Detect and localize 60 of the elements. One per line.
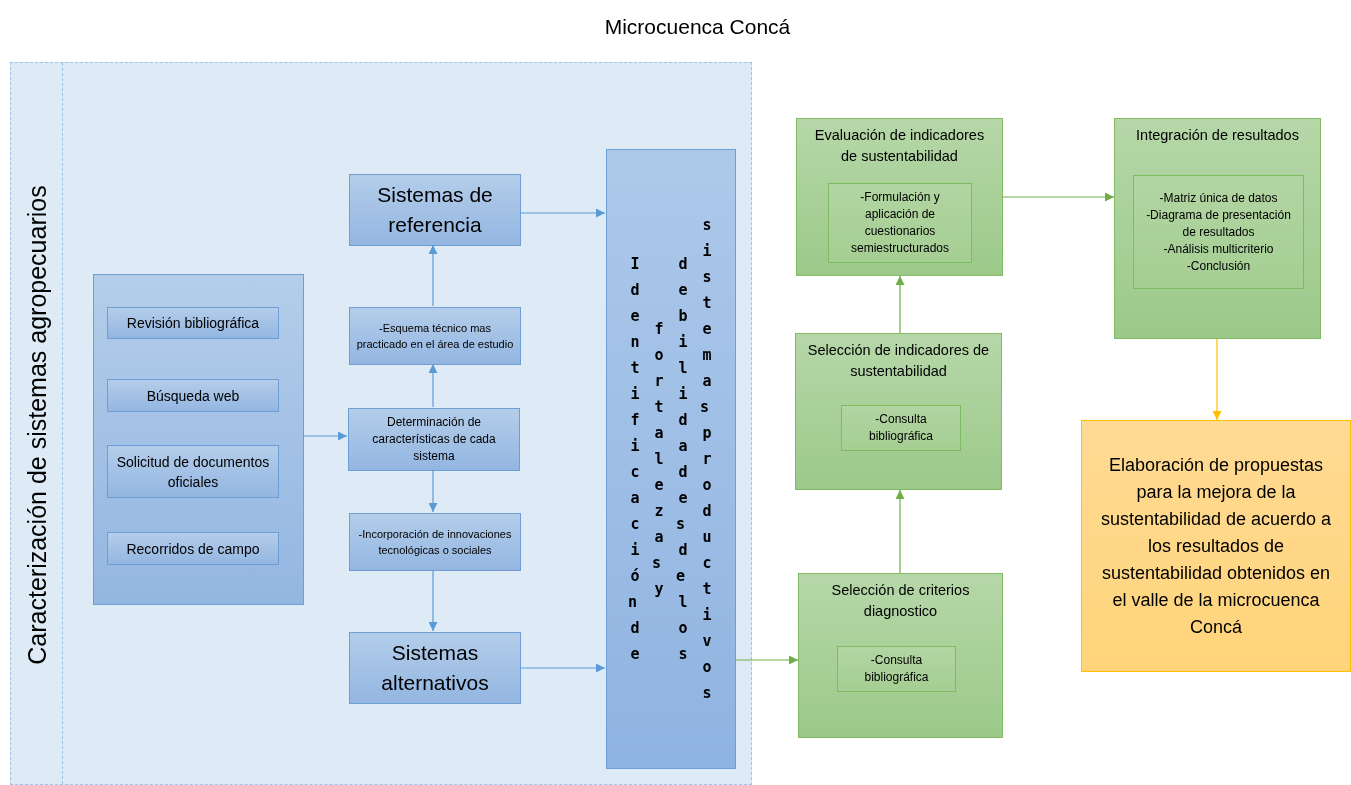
- arrow: [428, 469, 438, 513]
- arrow: [428, 363, 438, 408]
- box-label: -Esquema técnico mas practicado en el área de estudio: [355, 321, 515, 352]
- inner-box: [841, 405, 961, 451]
- box-label: Determinación de características de cada sistema: [371, 414, 497, 465]
- process-box: [107, 445, 279, 498]
- box-heading: Selección de indicadores de sustentabilidad: [806, 341, 991, 381]
- arrow: [1002, 192, 1115, 202]
- process-box: [349, 174, 521, 246]
- arrow: [302, 431, 348, 441]
- process-box: [349, 513, 521, 571]
- inner-box: [837, 646, 956, 692]
- process-box: [348, 408, 520, 471]
- inner-box: [828, 183, 972, 263]
- process-box: [107, 532, 279, 565]
- process-box: [1114, 118, 1321, 339]
- box-heading: Selección de criterios diagnostico: [830, 581, 971, 621]
- arrow: [895, 489, 905, 574]
- list-item: -Matriz única de datos: [1159, 189, 1278, 207]
- box-label: -Incorporación de innovaciones tecnológicas o sociales: [357, 527, 513, 558]
- box-label: Búsqueda web: [146, 386, 240, 406]
- process-box: [107, 379, 279, 412]
- box-label: Recorridos de campo: [126, 539, 260, 559]
- result-box: [1081, 420, 1351, 672]
- arrow: [428, 569, 438, 632]
- vertical-text: sistemas productivos: [700, 215, 713, 704]
- box-heading: Integración de resultados: [1135, 126, 1300, 145]
- process-box: [107, 307, 279, 339]
- list-item: -Consulta bibliográfica: [867, 411, 934, 445]
- process-box: [798, 573, 1003, 738]
- vertical-heading: Caracterización de sistemas agropecuarios: [22, 183, 52, 667]
- arrow: [428, 244, 438, 307]
- arrow: [734, 655, 799, 665]
- process-box: [349, 307, 521, 365]
- process-box: [795, 333, 1002, 490]
- list-item: -Formulación y aplicación de cuestionarios semiestructurados: [849, 189, 950, 257]
- box-label: Elaboración de propuestas para la mejora de la sustentabilidad de acuerdo a los resultados de sustentabilidad obtenidos en el valle de la microcuenca Concá: [1099, 453, 1333, 639]
- list-item: -Diagrama de presentación de resultados: [1145, 206, 1292, 241]
- arrow: [519, 208, 606, 218]
- list-item: -Conclusión: [1186, 257, 1251, 275]
- arrow: [519, 663, 606, 673]
- vertical-text: Identificación de: [628, 254, 641, 665]
- vertical-text: fortalezas y: [652, 319, 665, 600]
- box-label: Solicitud de documentos oficiales: [116, 452, 270, 492]
- group-box: [93, 274, 304, 605]
- inner-box: [1133, 175, 1304, 289]
- diagram-title: Microcuenca Concá: [603, 14, 792, 40]
- list-item: -Consulta bibliográfica: [863, 652, 930, 686]
- vertical-text-box: [606, 149, 736, 769]
- dashed-panel: [10, 62, 752, 785]
- arrow: [1212, 338, 1222, 421]
- vertical-text: debilidades de los: [676, 254, 689, 665]
- process-box: [349, 632, 521, 704]
- box-label: Sistemas alternativos: [380, 640, 490, 696]
- box-heading: Evaluación de indicadores de sustentabilidad: [813, 126, 986, 166]
- process-box: [796, 118, 1003, 276]
- box-label: Sistemas de referencia: [376, 182, 494, 238]
- box-label: Revisión bibliográfica: [126, 314, 260, 333]
- arrow: [895, 275, 905, 334]
- list-item: -Análisis multicriterio: [1163, 240, 1274, 258]
